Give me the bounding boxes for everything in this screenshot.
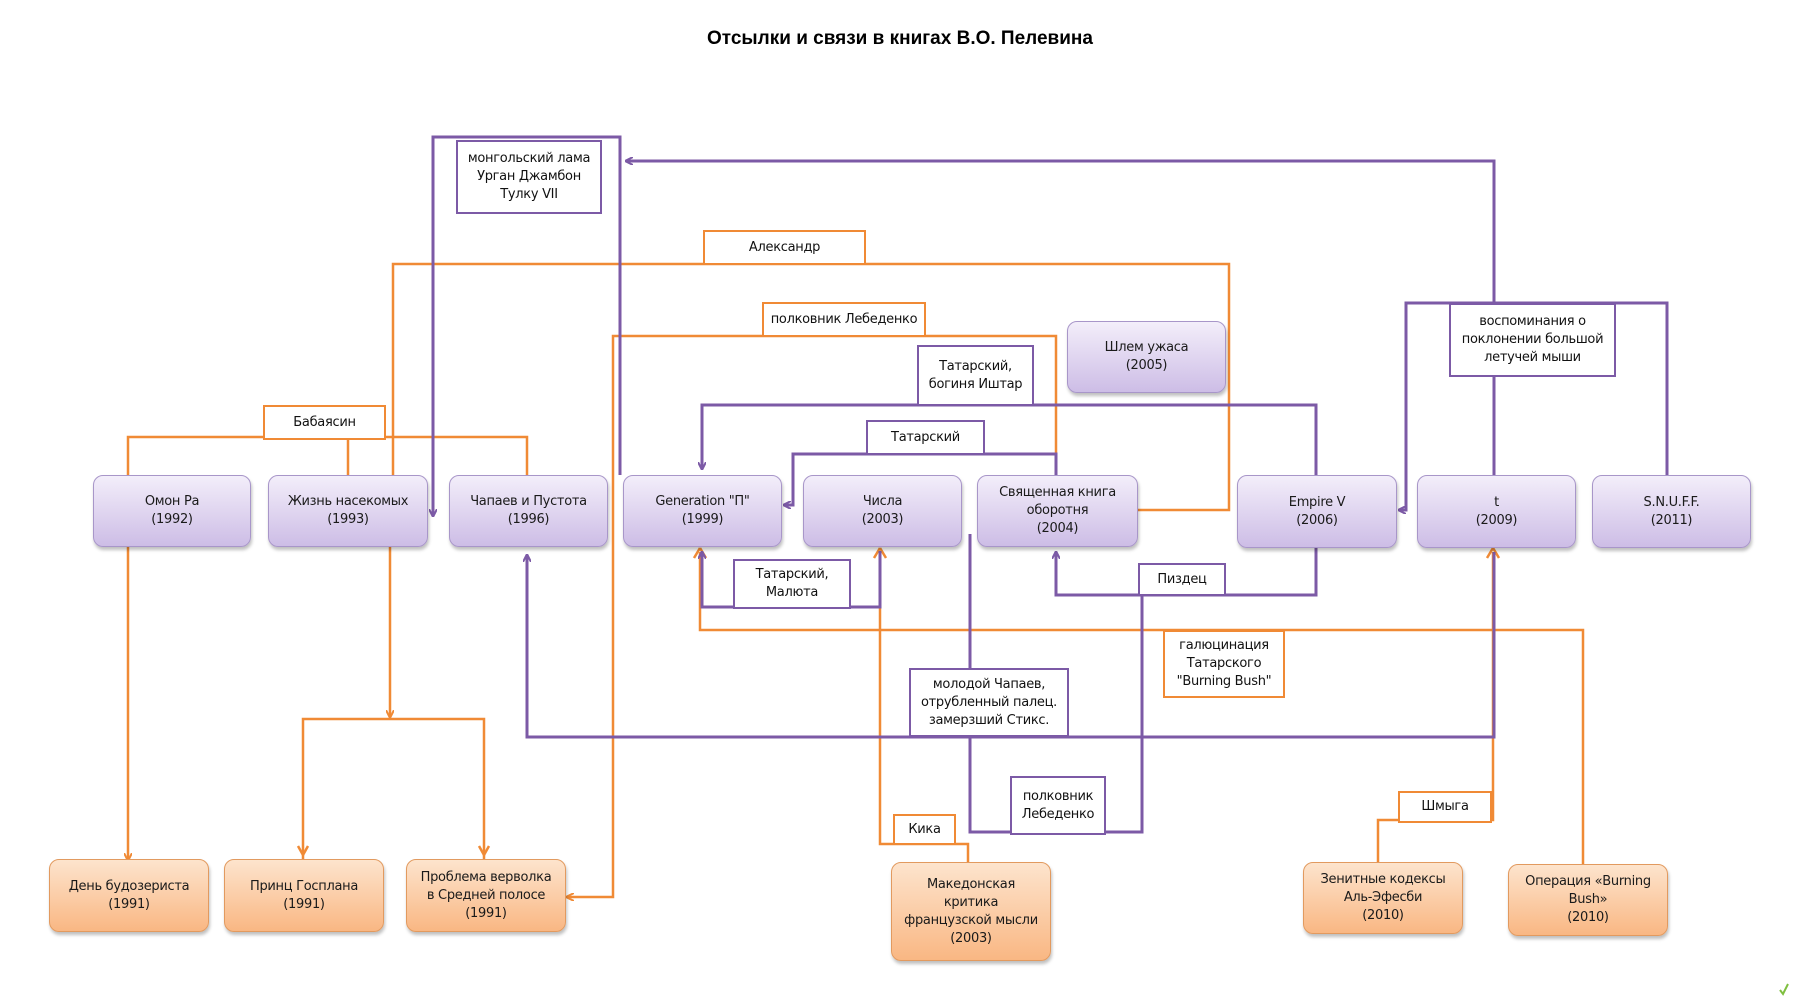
check-icon — [1779, 983, 1789, 996]
book-chapaev-i-pustota: Чапаев и Пустота (1996) — [449, 475, 608, 547]
label-kika: Кика — [893, 814, 956, 845]
book-empire-v: Empire V (2006) — [1237, 475, 1397, 548]
story-zenitnye-kodeksy: Зенитные кодексы Аль-Эфесби (2010) — [1303, 862, 1463, 934]
diagram-title: Отсылки и связи в книгах В.О. Пелевина — [707, 28, 1093, 49]
book-svyashchennaya-kniga-oborotnya: Священная книга оборотня (2004) — [977, 475, 1138, 547]
label-pizdets: Пиздец — [1138, 563, 1226, 596]
book-snuff: S.N.U.F.F. (2011) — [1592, 475, 1751, 548]
story-den-budozerista: День будозериста (1991) — [49, 859, 209, 932]
book-omon-ra: Омон Ра (1992) — [93, 475, 251, 547]
story-problema-verwolka: Проблема верволка в Средней полосе (1991… — [406, 859, 566, 932]
label-molodoy-chapaev: молодой Чапаев, отрубленный палец. замер… — [909, 668, 1069, 737]
book-chisla: Числа (2003) — [803, 475, 962, 547]
label-aleksandr: Александр — [703, 230, 866, 265]
label-babayasin: Бабаясин — [263, 405, 386, 440]
book-generation-p: Generation "П" (1999) — [623, 475, 782, 547]
book-zhizn-nasekomykh: Жизнь насекомых (1993) — [268, 475, 428, 547]
label-gallyutsinatsiya: галюцинация Татарского "Burning Bush" — [1163, 630, 1285, 698]
label-shmyga: Шмыга — [1398, 791, 1492, 823]
story-makedonskaya-kritika: Македонская критика французской мысли (2… — [891, 862, 1051, 961]
book-shlem-uzhasa: Шлем ужаса (2005) — [1067, 321, 1226, 393]
story-prints-gosplana: Принц Госплана (1991) — [224, 859, 384, 932]
label-tatarskiy-malyuta: Татарский, Малюта — [733, 559, 851, 609]
book-t: t (2009) — [1417, 475, 1576, 548]
label-mongolskiy-lama: монгольский лама Урган Джамбон Тулку VII — [456, 140, 602, 214]
label-tatarskiy: Татарский — [866, 420, 985, 455]
label-polkovnik-lebedenko-bottom: полковник Лебеденко — [1010, 776, 1106, 835]
label-vospominaniya: воспоминания о поклонении большой летуче… — [1449, 303, 1616, 377]
story-operatsiya-burning-bush: Операция «Burning Bush» (2010) — [1508, 864, 1668, 936]
label-polkovnik-lebedenko-top: полковник Лебеденко — [762, 302, 926, 337]
label-tatarskiy-boginya-ishtar: Татарский, богиня Иштар — [917, 345, 1034, 406]
